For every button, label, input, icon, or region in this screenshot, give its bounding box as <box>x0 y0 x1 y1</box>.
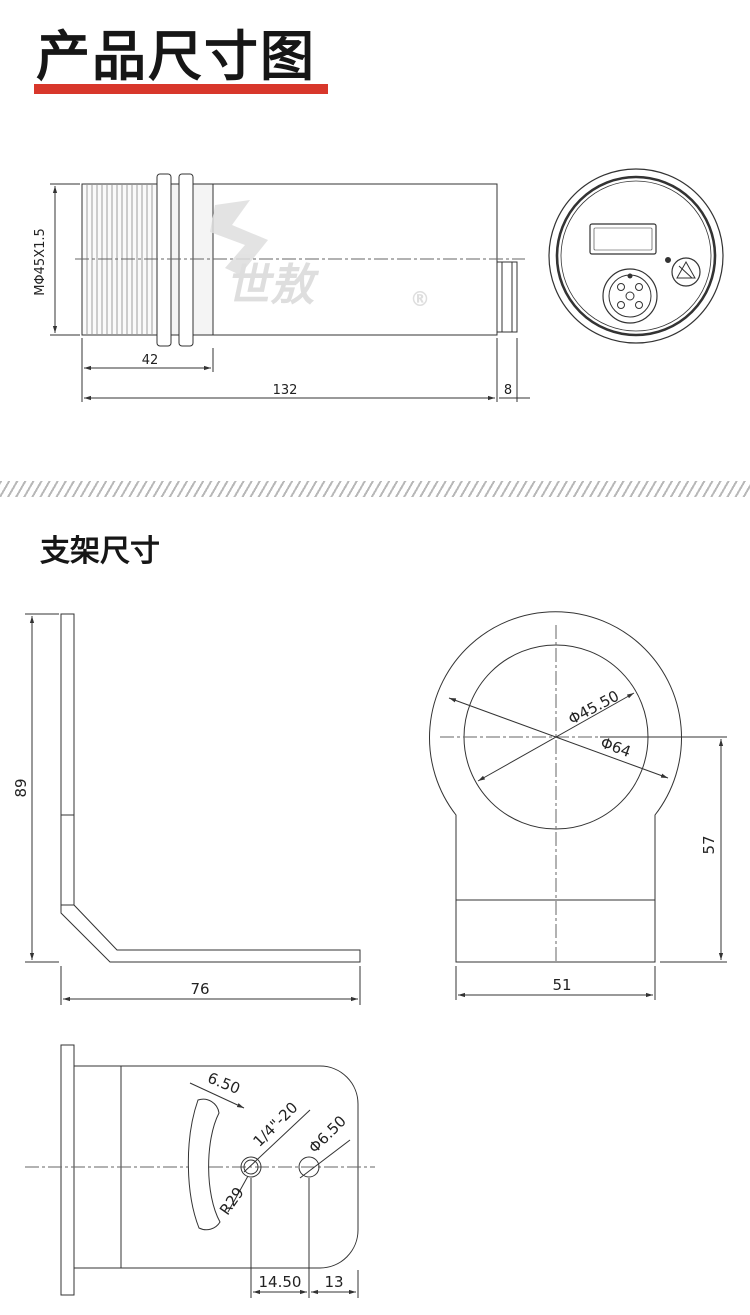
bracket-bottom-view <box>25 1044 375 1298</box>
dim-76-label: 76 <box>190 980 209 998</box>
thread-hole <box>240 1156 262 1178</box>
bracket-profile <box>60 613 361 963</box>
leader-radius <box>227 1175 249 1213</box>
brand-logo-icon <box>210 200 268 275</box>
connector-socket <box>602 268 658 324</box>
dim-8-label: 8 <box>504 383 512 398</box>
brand-watermark: 世敖 ® <box>210 200 430 311</box>
registered-mark: ® <box>410 287 430 311</box>
bracket-side-view <box>25 613 361 1005</box>
bracket-front-view <box>429 611 727 1000</box>
page-title: 产品尺寸图 <box>36 25 316 88</box>
nut-1 <box>156 173 172 347</box>
mount-hole <box>298 1156 320 1178</box>
section-divider <box>0 481 750 497</box>
arc-slot <box>187 1098 221 1231</box>
dim-line-64 <box>448 697 669 779</box>
nut-2 <box>178 173 194 347</box>
dim-57-label: 57 <box>700 835 718 854</box>
title-underline <box>34 84 328 94</box>
header: 产品尺寸图 <box>34 22 328 94</box>
dim-51-label: 51 <box>552 976 571 994</box>
dim-132-label: 132 <box>273 383 298 398</box>
leader-hole <box>299 1139 351 1179</box>
leader-slot <box>189 1082 245 1109</box>
display-window <box>589 223 657 255</box>
thread-label: MΦ45X1.5 <box>33 228 48 296</box>
section-title: 支架尺寸 <box>40 534 160 569</box>
dim-42-label: 42 <box>142 353 159 368</box>
dim-89-label: 89 <box>12 778 30 797</box>
product-side-view <box>50 173 530 402</box>
product-front-view <box>548 168 724 344</box>
leader-thread <box>243 1109 311 1173</box>
laser-warning-icon <box>665 257 701 287</box>
connector <box>496 261 518 333</box>
watermark-text: 世敖 <box>224 260 323 310</box>
dim-13-label: 13 <box>324 1273 343 1291</box>
bracket-flange <box>60 1044 75 1296</box>
dim-14-50-label: 14.50 <box>259 1273 302 1291</box>
